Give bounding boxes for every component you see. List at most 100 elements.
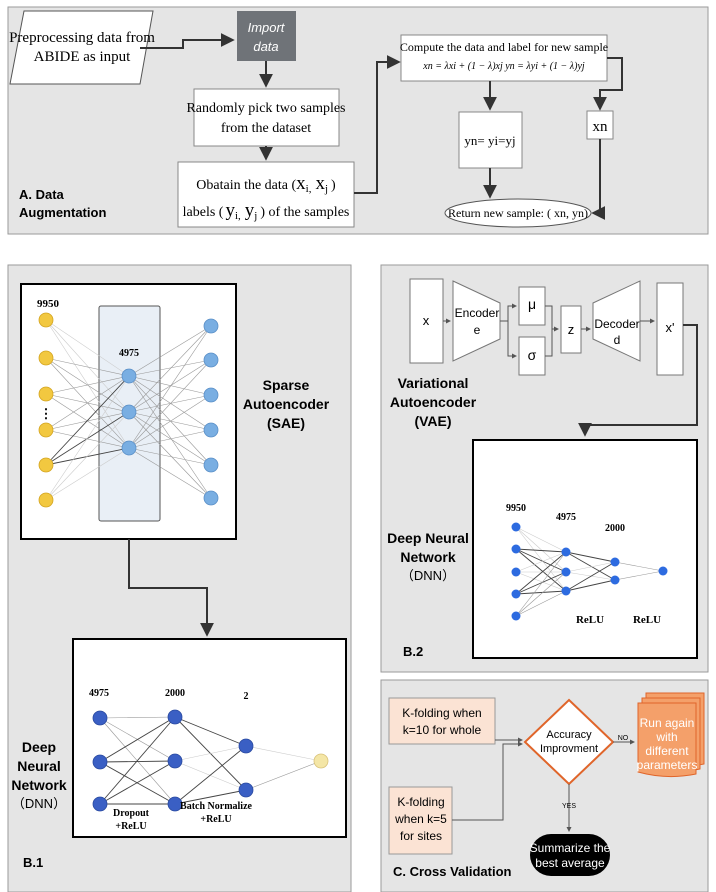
sae-edge [128, 375, 212, 499]
data-augmentation-panel: Preprocessing data from ABIDE as input I… [7, 6, 709, 235]
kfold-whole-box [388, 697, 496, 745]
b1-edge [174, 745, 247, 805]
b2-edge [515, 571, 567, 595]
b2-node [658, 566, 668, 576]
vae-x-box [409, 278, 444, 364]
yes-label: YES [562, 803, 576, 810]
kfold-sites-line3: for sites [400, 829, 442, 843]
b2-node [561, 567, 571, 577]
b2-relu2: ReLU [633, 614, 661, 626]
sae-hidden-count: 4975 [119, 348, 139, 359]
encoder-shape [452, 280, 501, 362]
section-c-title: C. Cross Validation [393, 864, 512, 879]
b1-edge [245, 745, 322, 762]
sae-edge [128, 411, 212, 499]
b1-edge [99, 716, 176, 763]
b2-edge [515, 551, 567, 617]
summarize-box [530, 834, 610, 876]
run-line2: with [655, 730, 677, 744]
b2-node [561, 547, 571, 557]
obtain-text-line2: labels (yi,yj) of the samples [183, 200, 350, 222]
b2-edge [515, 548, 567, 592]
sae-edge [128, 411, 212, 431]
sae-node [38, 492, 54, 508]
b1-dnn-label-line1: Deep [22, 739, 56, 755]
xn-text: xn [593, 119, 609, 135]
import-text-line1: Import [248, 20, 286, 35]
sae-input-count: 9950 [37, 298, 60, 310]
b1-node [238, 782, 254, 798]
b2-dnn-label-line3: （DNN） [401, 568, 455, 583]
b2-node [610, 557, 620, 567]
sae-edge [45, 375, 130, 466]
decoder-text-line1: Decoder [594, 317, 639, 331]
b1-edge [245, 760, 322, 791]
sae-label-line1: Sparse [263, 377, 310, 393]
sae-node [203, 422, 219, 438]
section-a-title-line2: Augmentation [19, 205, 106, 220]
sae-node [203, 352, 219, 368]
encoder-text-line2: e [474, 323, 481, 337]
b2-edge [515, 551, 567, 595]
b2-node [511, 611, 521, 621]
b1-l3-count: 2 [244, 691, 249, 702]
return-ellipse [444, 198, 592, 228]
b2-edge [565, 551, 616, 581]
sae-edge [45, 447, 130, 501]
b1-node [92, 796, 108, 812]
yn-box [458, 111, 523, 169]
import-text-line2: data [253, 39, 278, 54]
sae-node [38, 386, 54, 402]
b2-dnn-label-line2: Network [400, 549, 455, 565]
b2-edge [515, 526, 567, 553]
import-data-box [237, 11, 296, 61]
dropout-line1: Dropout [113, 808, 150, 819]
sigma-text: σ [528, 347, 537, 363]
b1-edge [99, 716, 176, 805]
b2-node [511, 522, 521, 532]
summarize-line1: Summarize the [530, 841, 611, 855]
sae-edge [45, 375, 130, 431]
kfold-sites-box [388, 786, 453, 855]
sae-node [38, 350, 54, 366]
b1-panel: 9950 4975 ⋮ Sparse Autoencoder (SAE) 497… [7, 264, 352, 892]
b2-node [511, 544, 521, 554]
run-line1: Run again [640, 716, 695, 730]
b2-edge [515, 571, 567, 617]
decision-line2: Improvment [540, 743, 598, 755]
sae-node [203, 318, 219, 334]
batch-line2: +ReLU [200, 814, 231, 825]
b2-node [511, 589, 521, 599]
kfold-sites-line2: when k=5 [394, 812, 447, 826]
obtain-text-line1: Obatain the data (xi,xj) [196, 173, 336, 195]
run-line3: different [645, 744, 689, 758]
b2-edge [515, 526, 567, 573]
b2-label: B.2 [403, 644, 423, 659]
vae-label-line2: Autoencoder [390, 394, 477, 410]
xprime-text: x' [666, 320, 675, 335]
sae-edge [128, 325, 212, 377]
decision-line1: Accuracy [546, 729, 592, 741]
xprime-box [656, 282, 684, 376]
kfold-whole-line2: k=10 for whole [403, 723, 482, 737]
sae-edge [45, 319, 130, 377]
sae-node [121, 440, 137, 456]
b2-l2-count: 4975 [556, 512, 576, 523]
sae-label-line2: Autoencoder [243, 396, 330, 412]
sae-edge [128, 325, 212, 449]
b2-panel: x Encoder e μ σ z Decoder d x' Variation… [380, 264, 709, 673]
sae-edge [128, 359, 212, 377]
compute-box [400, 34, 608, 82]
input-text-line2: ABIDE as input [34, 49, 131, 65]
yn-text: yn= yi=yj [464, 133, 515, 148]
b1-node [167, 753, 183, 769]
cv-arrows [452, 737, 635, 832]
z-text: z [568, 322, 575, 337]
b1-node [167, 796, 183, 812]
b2-node [610, 575, 620, 585]
b2-dnn-edges [515, 526, 664, 617]
kfold-whole-line1: K-folding when [402, 706, 481, 720]
compute-title: Compute the data and label for new sampl… [400, 40, 608, 54]
b2-dnn-box [472, 439, 698, 659]
